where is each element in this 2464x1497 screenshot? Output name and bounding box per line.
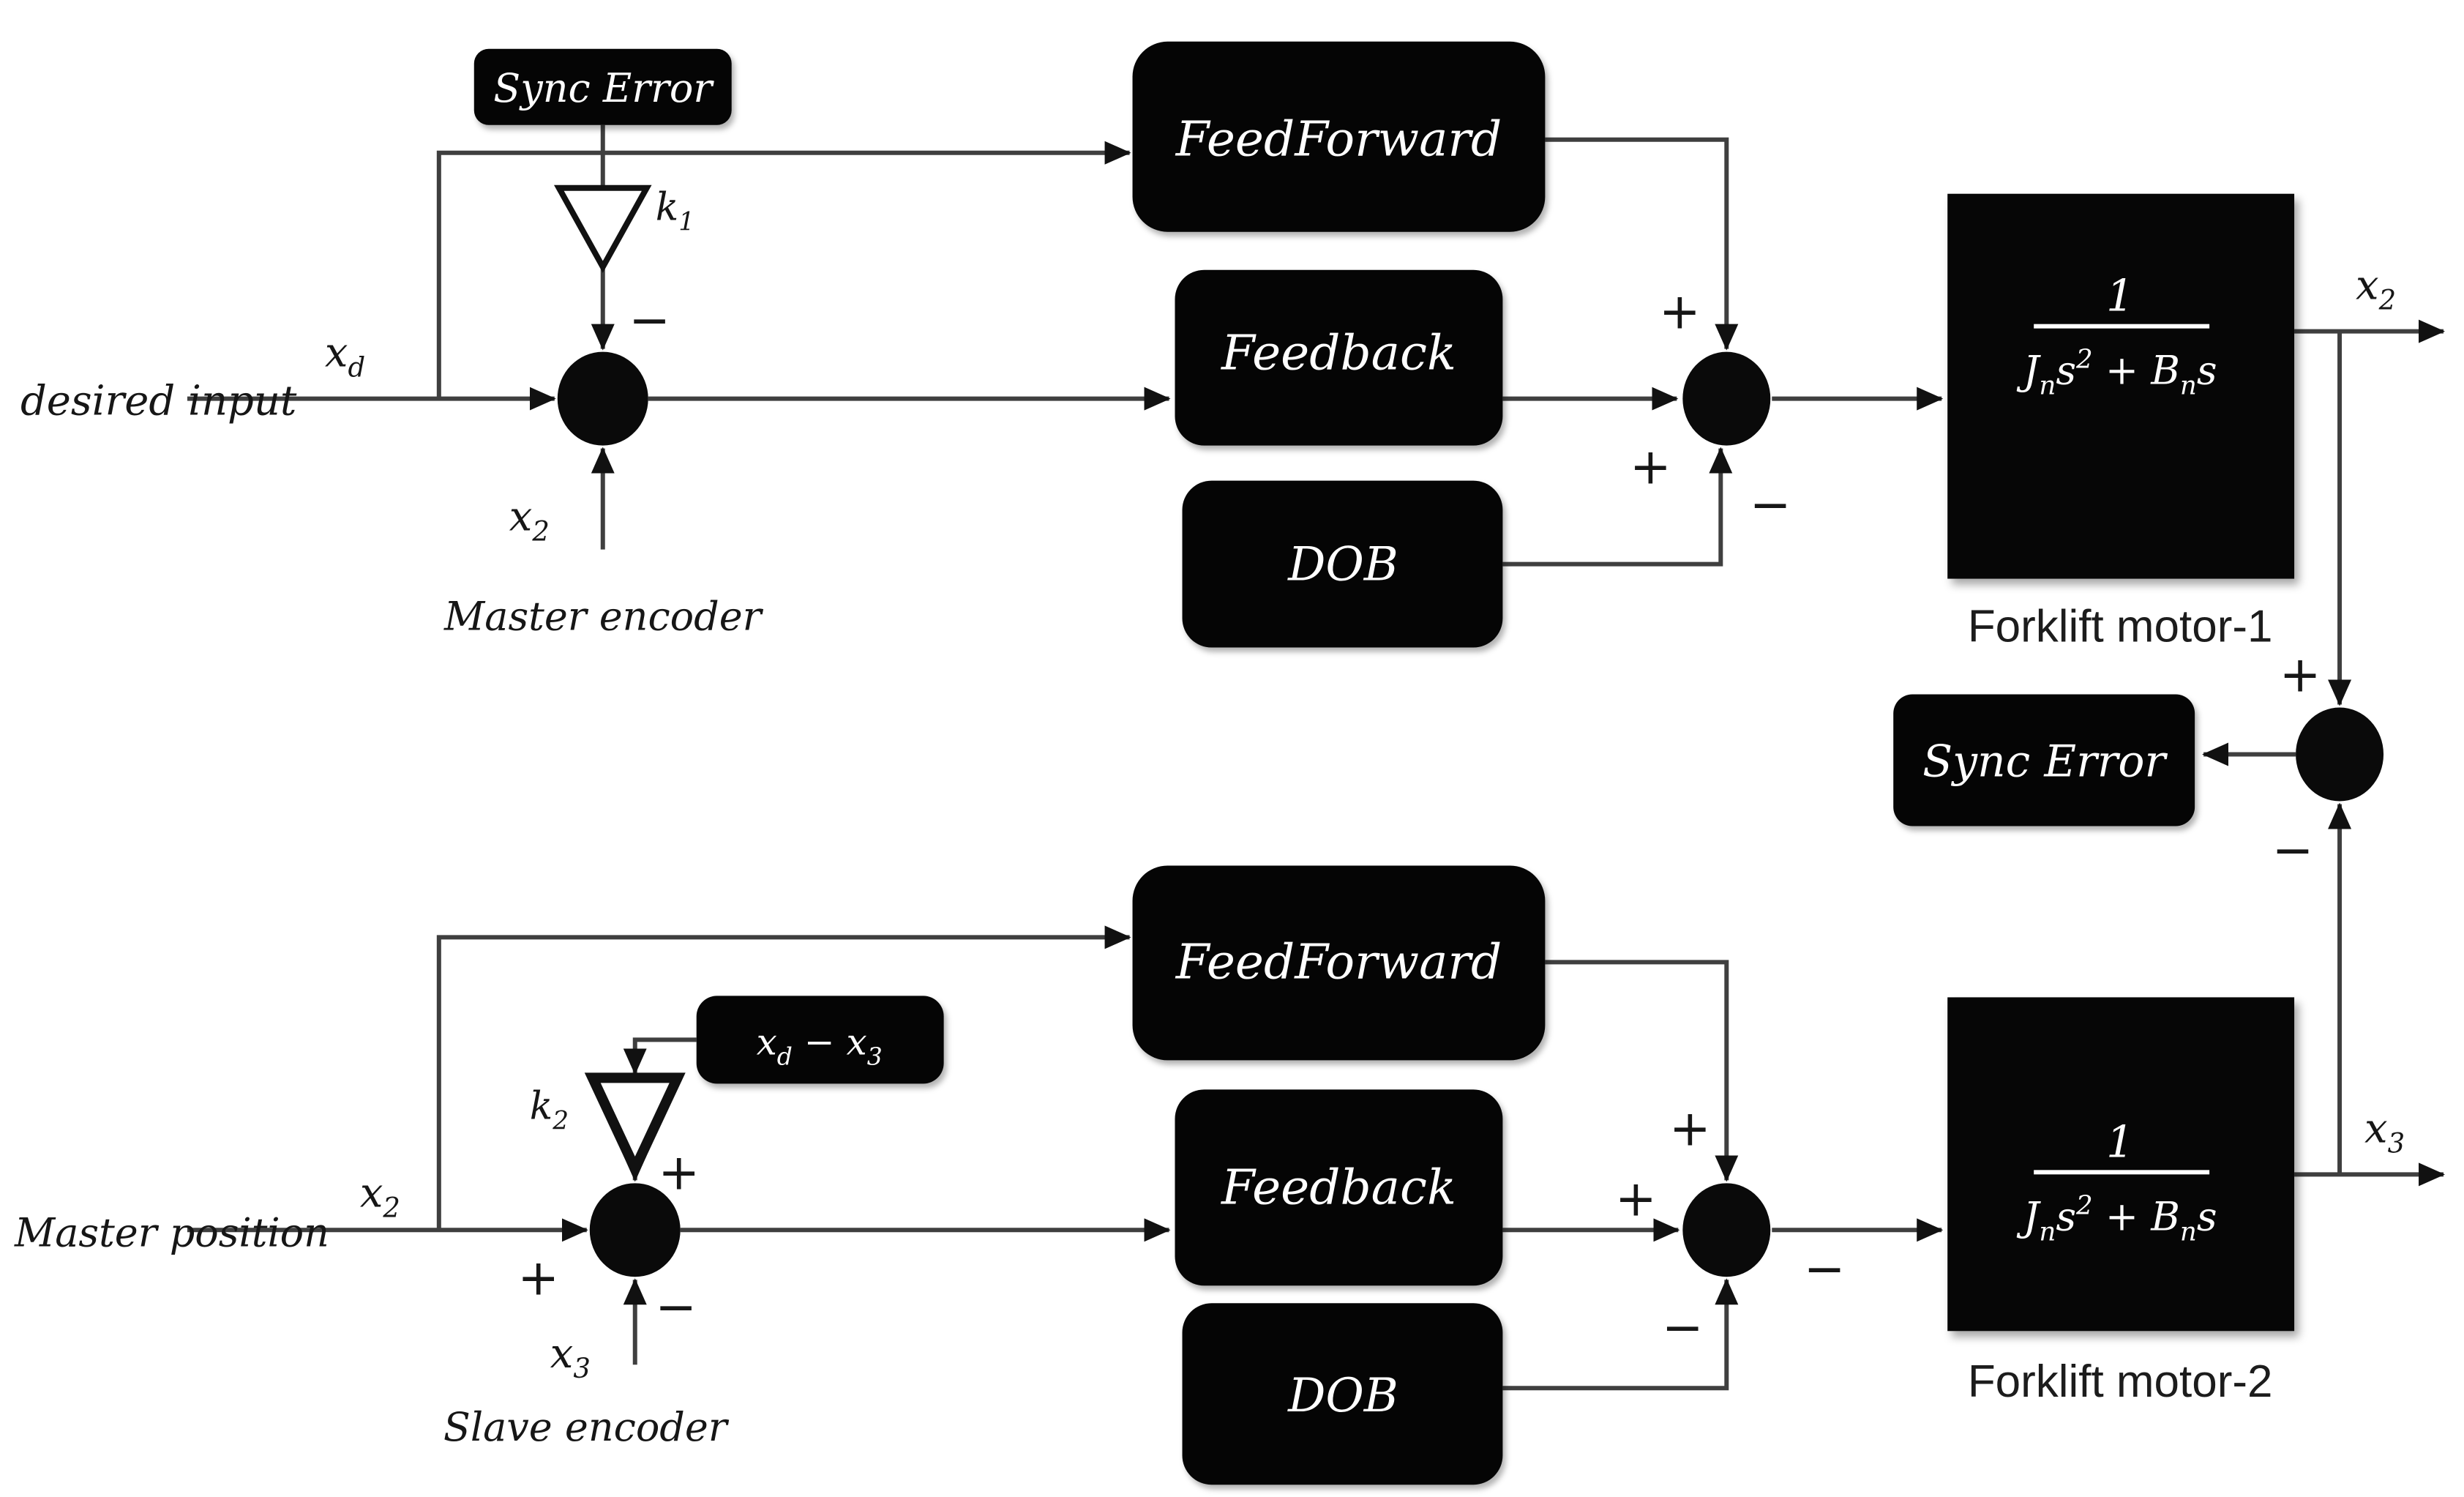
- summing-junction-control-master: [1682, 351, 1771, 446]
- wire-dob-1-out: [1502, 447, 1733, 567]
- feedforward-block-slave: [1132, 865, 1546, 1061]
- junction1-sync-sign: −: [629, 292, 670, 350]
- slave-loop: xd − x3 k2 + + − Master position x2 x3 S…: [14, 865, 2446, 1485]
- junction3-gain-sign: +: [658, 1143, 700, 1201]
- junction4-right-sign: −: [1804, 1240, 1846, 1298]
- summing-junction-control-slave: [1682, 1183, 1771, 1277]
- plant-1-tf-denominator: Jns2 + Bns: [2016, 345, 2217, 401]
- master-loop: Sync Error k1 − desired input xd x2 Mast…: [20, 41, 2446, 652]
- feedback-block-slave: [1175, 1089, 1503, 1286]
- gain-k2-label: k2: [530, 1084, 569, 1135]
- sync-error-box-master: [473, 48, 732, 125]
- sync-comparator: + − Sync Error: [1893, 331, 2384, 1175]
- junction3-input-sign: +: [517, 1249, 559, 1307]
- sync-error-output-box: [1893, 694, 2195, 826]
- gain-triangle-k1: [553, 184, 652, 273]
- desired-input-signal: xd: [325, 329, 365, 384]
- summing-junction-master: [557, 351, 648, 446]
- feedback-block-master: [1175, 269, 1503, 446]
- comparator-minus-sign: −: [2272, 821, 2314, 879]
- wire-offset-box-to-gain2: [623, 1037, 697, 1075]
- summing-junction-sync: [2296, 707, 2384, 802]
- plant-2-name: Forklift motor-2: [1968, 1356, 2273, 1407]
- feedforward-block-master: [1132, 41, 1546, 232]
- plant-1-tf-numerator: 1: [2106, 271, 2134, 322]
- junction2-ff-sign: +: [1659, 283, 1701, 341]
- slave-encoder-signal: x3: [550, 1330, 591, 1384]
- summing-junction-slave: [589, 1183, 681, 1277]
- gain-k1-label: k1: [656, 186, 694, 237]
- wire-feedforward-2-out: [1545, 960, 1739, 1182]
- wire-dob-2-out: [1502, 1278, 1739, 1391]
- plant-block-motor-1: [1947, 193, 2295, 579]
- feedforward-block-master-label: FeedForward: [1175, 111, 1502, 168]
- slave-encoder-label: Slave encoder: [443, 1404, 730, 1450]
- master-encoder-signal: x2: [509, 493, 550, 548]
- gain-triangle-k2: [584, 1072, 686, 1181]
- junction2-dob-sign: −: [1750, 477, 1791, 534]
- dob-block-slave-label: DOB: [1287, 1369, 1398, 1423]
- plant-1-fraction-bar: [2034, 324, 2210, 329]
- feedforward-block-slave-label: FeedForward: [1175, 933, 1502, 990]
- feedback-block-slave-label: Feedback: [1221, 1159, 1456, 1215]
- junction4-dob-sign: −: [1662, 1299, 1704, 1356]
- comparator-plus-sign: +: [2280, 646, 2321, 704]
- master-position-label: Master position: [14, 1209, 329, 1255]
- output-signal-x2: x2: [2356, 262, 2396, 316]
- offset-box-label: xd − x3: [757, 1020, 883, 1070]
- junction4-ff-sign: +: [1669, 1100, 1711, 1157]
- desired-input-label: desired input: [20, 378, 297, 425]
- plant-1-name: Forklift motor-1: [1968, 602, 2273, 652]
- dob-block-slave: [1182, 1303, 1503, 1485]
- junction3-encoder-sign: −: [655, 1278, 697, 1336]
- feedback-block-master-label: Feedback: [1221, 325, 1456, 381]
- plant-2-tf-numerator: 1: [2106, 1116, 2134, 1168]
- offset-box-xd-minus-x3: [696, 996, 944, 1084]
- wire-branch-to-feedforward-1: [436, 141, 1131, 399]
- junction2-fb-sign: +: [1630, 438, 1671, 496]
- master-position-signal: x2: [360, 1169, 400, 1223]
- plant-2-fraction-bar: [2034, 1170, 2210, 1175]
- master-encoder-label: Master encoder: [443, 594, 764, 640]
- wire-feedforward-1-out: [1545, 137, 1739, 351]
- wire-branch-to-feedforward-2: [436, 925, 1131, 1231]
- output-signal-x3: x3: [2364, 1105, 2405, 1159]
- sync-error-box-master-label: Sync Error: [493, 65, 714, 111]
- plant-2-tf-denominator: Jns2 + Bns: [2016, 1190, 2217, 1247]
- junction4-fb-sign: +: [1615, 1170, 1657, 1228]
- plant-block-motor-2: [1947, 997, 2295, 1332]
- dob-block-master-label: DOB: [1287, 538, 1398, 592]
- sync-error-output-box-label: Sync Error: [1922, 736, 2168, 787]
- dob-block-master: [1182, 480, 1503, 648]
